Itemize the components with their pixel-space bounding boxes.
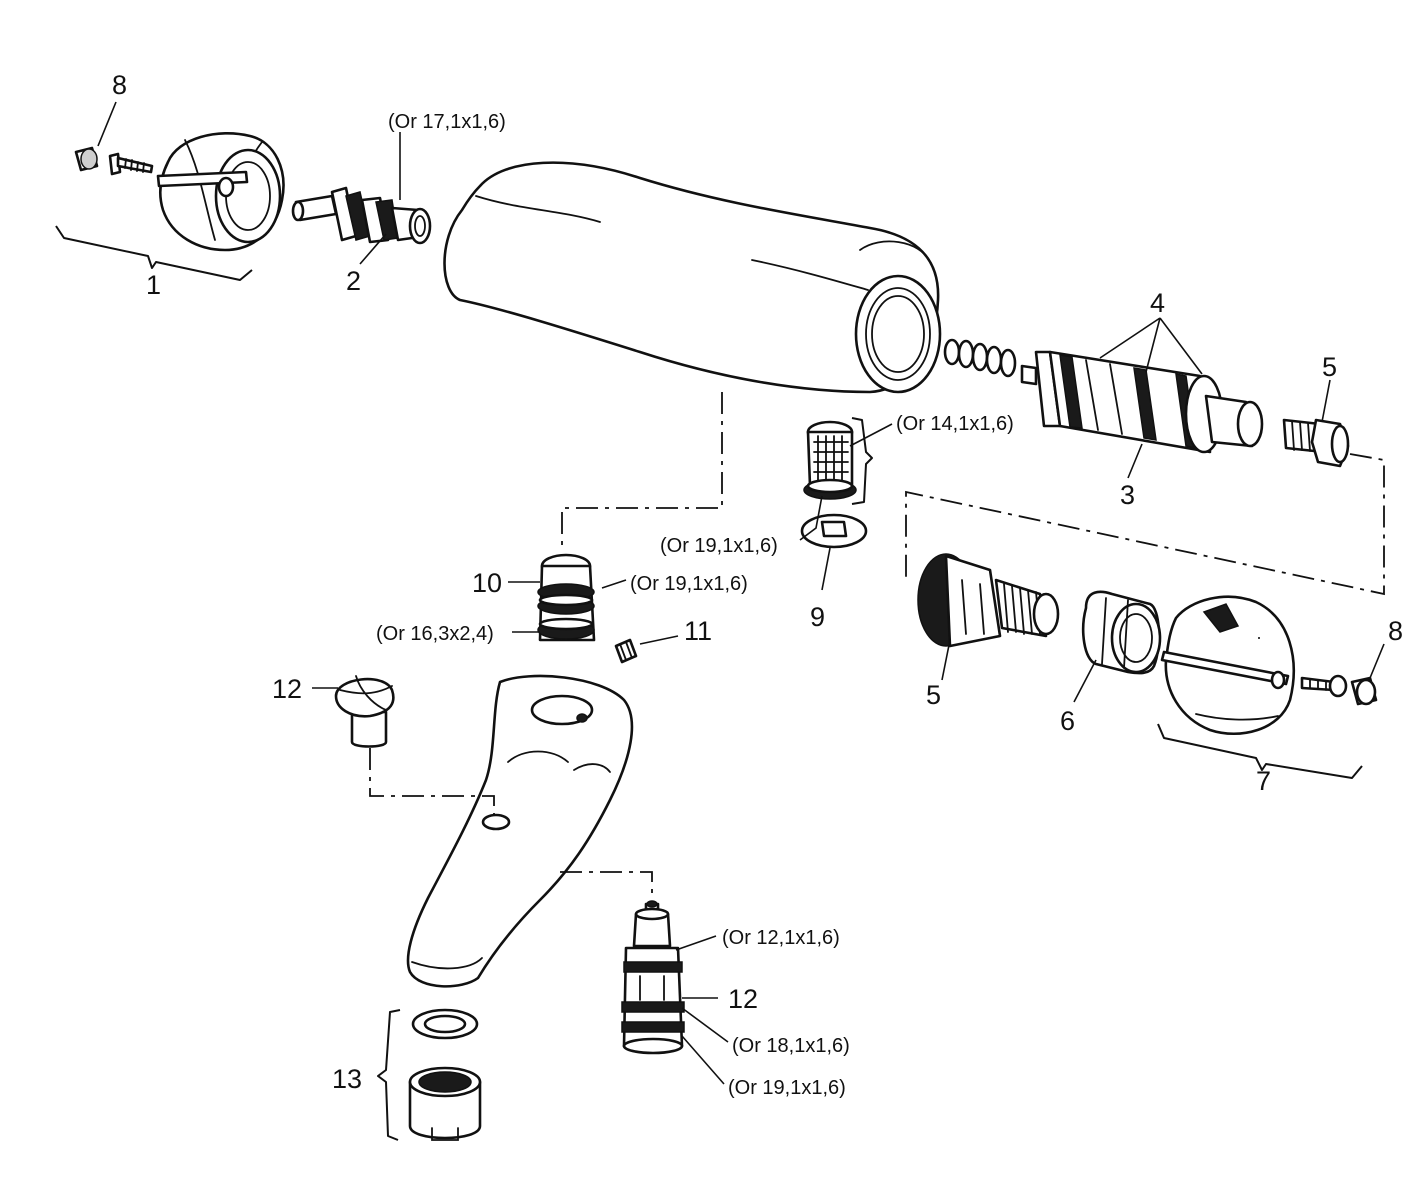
callout-3: 3 [1120, 480, 1135, 510]
callout-7: 7 [1256, 766, 1271, 796]
part-13-aerator [408, 1008, 482, 1141]
part-7-right-handle [1160, 595, 1295, 736]
callout-6: 6 [1060, 706, 1075, 736]
part-5-check-valve-top [1282, 418, 1350, 468]
callout-9: 9 [810, 602, 825, 632]
filter-strainer [803, 420, 857, 500]
part-12-diverter-cartridge [621, 900, 685, 1055]
part-5-check-valve-bottom [917, 553, 1060, 648]
braces [55, 225, 1363, 1141]
callout-10: 10 [472, 568, 502, 598]
callout-5-bottom: 5 [926, 680, 941, 710]
left-screw [108, 152, 154, 176]
callout-2: 2 [346, 266, 361, 296]
oring-label-16: (Or 16,3x2,4) [376, 623, 494, 645]
part-1-left-handle [156, 132, 285, 252]
oring-label-19-filter: (Or 19,1x1,6) [660, 535, 778, 557]
part-12-button [334, 675, 395, 748]
callout-numbers: 8 1 2 4 3 5 10 11 9 12 5 6 8 7 12 13 [112, 70, 1403, 1094]
part-8-left-cap [74, 146, 99, 172]
oring-label-18: (Or 18,1x1,6) [732, 1035, 850, 1057]
spring [943, 338, 1017, 378]
oring-label-14: (Or 14,1x1,6) [896, 413, 1014, 435]
callout-8-right: 8 [1388, 616, 1403, 646]
part-8-right-cap [1350, 676, 1378, 706]
main-body [443, 161, 942, 394]
leader-lines [97, 101, 1385, 1085]
callout-13: 13 [332, 1064, 362, 1094]
part-10-diverter-insert [537, 553, 596, 642]
oring-labels: (Or 17,1x1,6) (Or 14,1x1,6) (Or 19,1x1,6… [376, 111, 1014, 1099]
oring-label-19-part10: (Or 19,1x1,6) [630, 573, 748, 595]
callout-12-button: 12 [272, 674, 302, 704]
part-3-thermostatic-cartridge [1020, 350, 1264, 454]
callout-1: 1 [146, 270, 161, 300]
callout-12-cartridge: 12 [728, 984, 758, 1014]
callout-8-left: 8 [112, 70, 127, 100]
spout [406, 674, 634, 988]
oring-label-17: (Or 17,1x1,6) [388, 111, 506, 133]
oring-label-19-part12: (Or 19,1x1,6) [728, 1077, 846, 1099]
part-9-washer [800, 513, 868, 549]
callout-5-top: 5 [1322, 352, 1337, 382]
assembly-lines [369, 392, 1385, 900]
part-2-cartridge [291, 186, 432, 245]
oring-label-12: (Or 12,1x1,6) [722, 927, 840, 949]
part-6-adapter-ring [1081, 590, 1162, 675]
callout-4: 4 [1150, 288, 1165, 318]
right-screw [1300, 674, 1348, 698]
part-11-grub-screw [614, 638, 638, 664]
callout-11: 11 [684, 616, 712, 646]
